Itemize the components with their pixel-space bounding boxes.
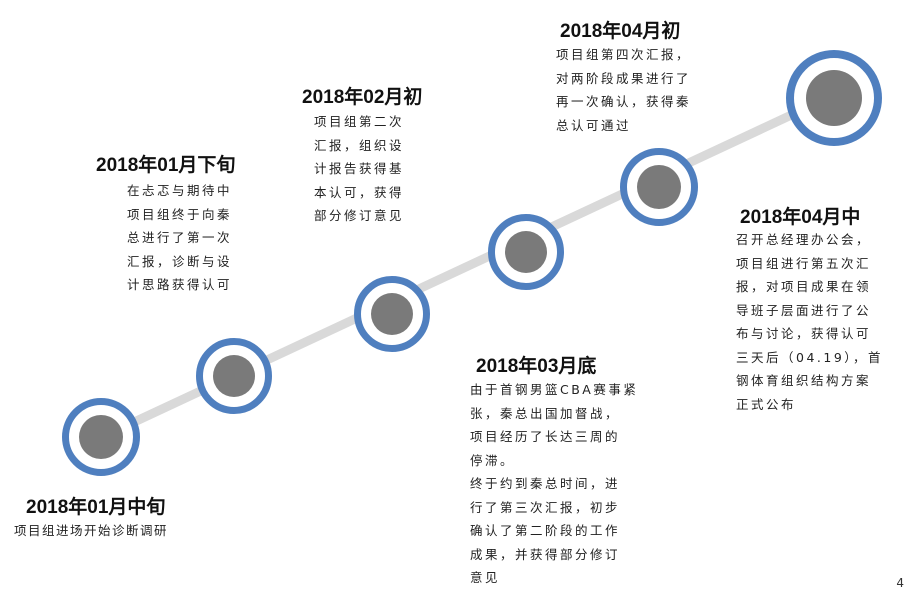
- timeline-node-3: [354, 276, 430, 352]
- milestone-date: 2018年01月中旬: [26, 497, 166, 518]
- milestone-text: 项目组进场开始诊断调研: [14, 519, 204, 543]
- corner-mark: 4: [896, 576, 904, 590]
- milestone-text-para: 项目组第四次汇报， 对两阶段成果进行了 再一次确认，获得秦 总认可通过: [556, 47, 692, 133]
- milestone-text-para: 终于约到秦总时间，进 行了第三次汇报，初步 确认了第二阶段的工作 成果，并获得部…: [470, 476, 621, 585]
- milestone-text: 由于首钢男篮CBA赛事紧 张，秦总出国加督战， 项目经历了长达三周的 停滞。 终…: [470, 378, 650, 590]
- node-core: [806, 70, 862, 126]
- milestone-date: 2018年04月中: [740, 207, 861, 228]
- node-core: [213, 355, 255, 397]
- milestone-text-para: 由于首钢男篮CBA赛事紧 张，秦总出国加督战， 项目经历了长达三周的 停滞。: [470, 382, 639, 468]
- node-core: [79, 415, 123, 459]
- milestone-date: 2018年04月初: [560, 21, 681, 42]
- timeline-node-1: [62, 398, 140, 476]
- milestone-date: 2018年02月初: [302, 87, 423, 108]
- milestone-text-para: 项目组进场开始诊断调研: [14, 523, 169, 538]
- milestone-text: 项目组第二次 汇报，组织设 计报告获得基 本认可，获得 部分修订意见: [314, 110, 434, 228]
- milestone-text: 项目组第四次汇报， 对两阶段成果进行了 再一次确认，获得秦 总认可通过: [556, 43, 716, 137]
- node-core: [371, 293, 413, 335]
- node-core: [637, 165, 681, 209]
- timeline-node-2: [196, 338, 272, 414]
- milestone-text: 召开总经理办公会， 项目组进行第五次汇 报，对项目成果在领 导班子层面进行了公 …: [736, 228, 901, 416]
- milestone-text-para: 召开总经理办公会， 项目组进行第五次汇 报，对项目成果在领 导班子层面进行了公 …: [736, 232, 884, 412]
- milestone-date: 2018年03月底: [476, 356, 597, 377]
- milestone-date: 2018年01月下旬: [96, 155, 236, 176]
- timeline-node-5: [620, 148, 698, 226]
- timeline-node-6: [786, 50, 882, 146]
- timeline-node-4: [488, 214, 564, 290]
- milestone-text-para: 在忐忑与期待中 项目组终于向秦 总进行了第一次 汇报，诊断与设 计思路获得认可: [127, 183, 233, 292]
- milestone-text-para: 项目组第二次 汇报，组织设 计报告获得基 本认可，获得 部分修订意见: [314, 114, 405, 223]
- milestone-text: 在忐忑与期待中 项目组终于向秦 总进行了第一次 汇报，诊断与设 计思路获得认可: [127, 179, 257, 297]
- node-core: [505, 231, 547, 273]
